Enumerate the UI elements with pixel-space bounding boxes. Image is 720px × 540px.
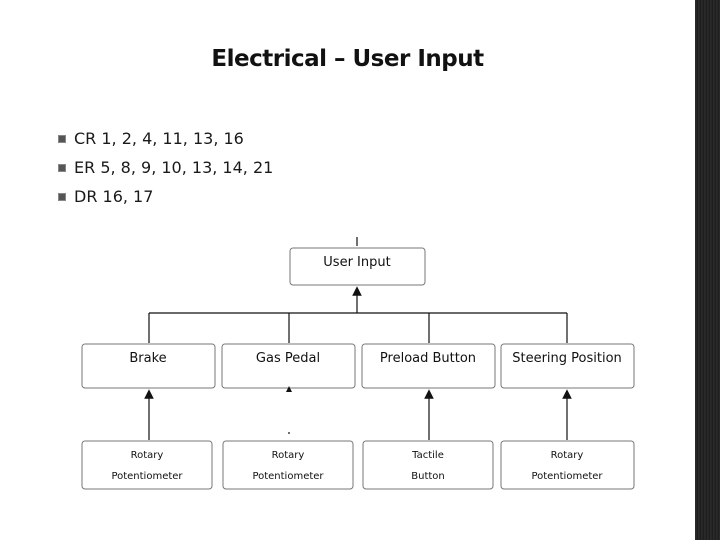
sensor-label-gas-pedal-line1: Rotary bbox=[272, 450, 305, 461]
sensor-label-preload-button-line1: Tactile bbox=[411, 450, 444, 461]
sensor-box-brake bbox=[81, 440, 213, 490]
sensor-box-gas-pedal bbox=[222, 440, 354, 490]
input-box-steering-position bbox=[500, 343, 635, 389]
slide-title: Electrical – User Input bbox=[211, 46, 484, 72]
list-item: ER 5, 8, 9, 10, 13, 14, 21 bbox=[58, 153, 273, 182]
list-item: DR 16, 17 bbox=[58, 182, 273, 211]
input-box-brake bbox=[81, 343, 216, 389]
sensor-box-steering-position bbox=[500, 440, 635, 490]
input-label-gas-pedal: Gas Pedal bbox=[256, 351, 320, 366]
square-bullet-icon bbox=[58, 163, 66, 172]
root-box bbox=[289, 247, 426, 286]
input-box-preload-button bbox=[361, 343, 496, 389]
square-bullet-icon bbox=[58, 192, 66, 201]
list-item: CR 1, 2, 4, 11, 13, 16 bbox=[58, 124, 273, 153]
sensor-arrowhead-gas-pedal bbox=[286, 386, 292, 392]
sensor-label-brake-line1: Rotary bbox=[131, 450, 164, 461]
square-bullet-icon bbox=[58, 134, 66, 143]
user-input-diagram: User Input Brake Gas Pedal Preload Butto… bbox=[81, 237, 635, 490]
input-label-preload-button: Preload Button bbox=[380, 351, 476, 366]
sensor-label-steering-position-line1: Rotary bbox=[551, 450, 584, 461]
sensor-label-steering-position-line2: Potentiometer bbox=[531, 471, 603, 482]
root-label: User Input bbox=[323, 255, 390, 270]
sensor-label-gas-pedal-line2: Potentiometer bbox=[252, 471, 324, 482]
sensor-box-preload-button bbox=[362, 440, 494, 490]
sensor-label-preload-button-line2: Button bbox=[411, 471, 445, 482]
input-label-steering-position: Steering Position bbox=[512, 351, 622, 366]
requirements-list: CR 1, 2, 4, 11, 13, 16 ER 5, 8, 9, 10, 1… bbox=[58, 124, 273, 211]
input-label-brake: Brake bbox=[129, 351, 166, 366]
decorative-side-bar bbox=[695, 0, 720, 540]
sensor-label-brake-line2: Potentiometer bbox=[111, 471, 183, 482]
